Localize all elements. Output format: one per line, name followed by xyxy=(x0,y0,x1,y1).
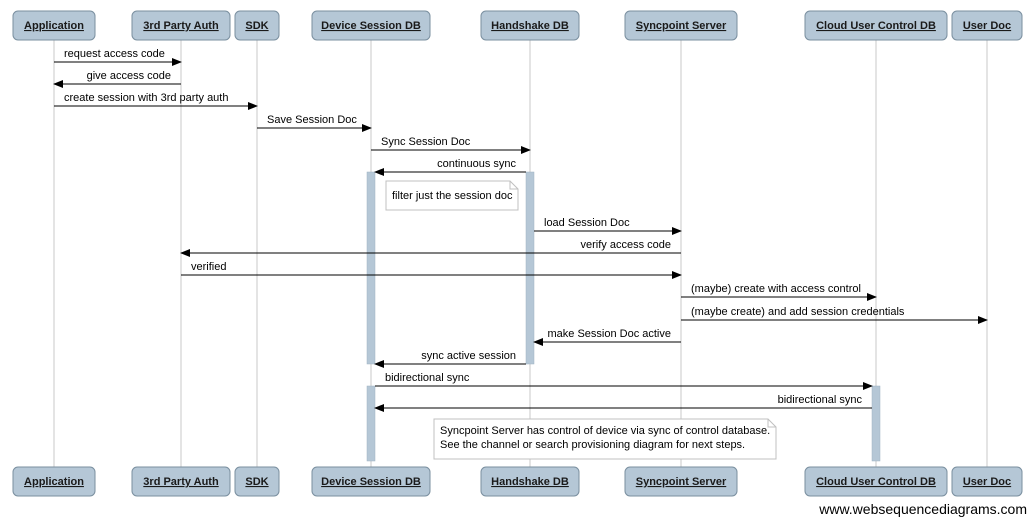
actor-label: SDK xyxy=(245,20,268,32)
message-label: sync active session xyxy=(421,350,516,362)
actor-label: Application xyxy=(24,476,84,488)
actor-box[interactable] xyxy=(12,466,96,497)
actor-box[interactable] xyxy=(131,10,231,41)
note-box xyxy=(385,180,519,211)
note-fold xyxy=(767,419,776,428)
actor-label: Cloud User Control DB xyxy=(816,20,936,32)
actor-label: User Doc xyxy=(963,20,1011,32)
message-label: give access code xyxy=(87,70,171,82)
actor-hsdb-bottom[interactable]: Handshake DB xyxy=(480,466,580,497)
note-1: filter just the session doc xyxy=(385,180,519,211)
message-label: load Session Doc xyxy=(544,217,630,229)
message-10: (maybe) create with access control xyxy=(681,283,877,301)
message-label: (maybe) create with access control xyxy=(691,283,861,295)
actor-row-bottom: Application 3rd Party Auth SDK Device Sessi… xyxy=(12,466,1023,497)
message-12: make Session Doc active xyxy=(533,328,681,346)
watermark[interactable]: www.websequencediagrams.com xyxy=(819,501,1027,517)
actor-app-top[interactable]: Application xyxy=(12,10,96,41)
message-label: bidirectional sync xyxy=(385,372,470,384)
actor-sps-bottom[interactable]: Syncpoint Server xyxy=(624,466,738,497)
message-15: bidirectional sync xyxy=(374,394,872,412)
actor-dsdb-top[interactable]: Device Session DB xyxy=(311,10,431,41)
actor-udoc-bottom[interactable]: User Doc xyxy=(951,466,1023,497)
actor-box[interactable] xyxy=(624,466,738,497)
activation-device-session-db-2 xyxy=(366,385,376,462)
message-14: bidirectional sync xyxy=(375,372,873,390)
actor-auth-bottom[interactable]: 3rd Party Auth xyxy=(131,466,231,497)
actor-udoc-top[interactable]: User Doc xyxy=(951,10,1023,41)
actor-box[interactable] xyxy=(804,10,948,41)
note-text: filter just the session doc xyxy=(392,190,513,202)
activation-cloud-user-control-db xyxy=(871,385,881,462)
message-1: request access code xyxy=(54,48,182,66)
actor-box[interactable] xyxy=(311,10,431,41)
actor-cucdb-bottom[interactable]: Cloud User Control DB xyxy=(804,466,948,497)
note-text: See the channel or search provisioning d… xyxy=(440,439,745,451)
actor-label: Syncpoint Server xyxy=(636,476,727,488)
actor-box[interactable] xyxy=(951,466,1023,497)
actor-label: Handshake DB xyxy=(491,20,569,32)
actor-label: 3rd Party Auth xyxy=(143,476,219,488)
actor-row-top: Application 3rd Party Auth SDK Device Sessi… xyxy=(12,10,1023,41)
actor-sdk-bottom[interactable]: SDK xyxy=(234,466,280,497)
activation-handshake-db xyxy=(525,171,535,365)
note-fold xyxy=(509,181,518,190)
message-5: Sync Session Doc xyxy=(371,136,531,154)
messages: request access code give access code creat… xyxy=(53,48,988,412)
actor-label: Device Session DB xyxy=(321,476,421,488)
message-label: (maybe create) and add session credentia… xyxy=(691,306,905,318)
actor-label: Device Session DB xyxy=(321,20,421,32)
actor-label: Cloud User Control DB xyxy=(816,476,936,488)
message-7: load Session Doc xyxy=(534,217,682,235)
message-8: verify access code xyxy=(180,239,681,257)
actor-auth-top[interactable]: 3rd Party Auth xyxy=(131,10,231,41)
message-label: bidirectional sync xyxy=(778,394,863,406)
actor-box[interactable] xyxy=(12,10,96,41)
actor-box[interactable] xyxy=(234,10,280,41)
message-2: give access code xyxy=(53,70,181,88)
actor-label: 3rd Party Auth xyxy=(143,20,219,32)
actor-app-bottom[interactable]: Application xyxy=(12,466,96,497)
actor-box[interactable] xyxy=(624,10,738,41)
actor-label: Application xyxy=(24,20,84,32)
activation-bars xyxy=(366,171,881,462)
actor-box[interactable] xyxy=(480,10,580,41)
actor-box[interactable] xyxy=(804,466,948,497)
message-label: make Session Doc active xyxy=(548,328,672,340)
message-label: Save Session Doc xyxy=(267,114,357,126)
actor-dsdb-bottom[interactable]: Device Session DB xyxy=(311,466,431,497)
actor-box[interactable] xyxy=(234,466,280,497)
note-2: Syncpoint Server has control of device v… xyxy=(433,418,777,460)
actor-sps-top[interactable]: Syncpoint Server xyxy=(624,10,738,41)
actor-box[interactable] xyxy=(480,466,580,497)
actor-hsdb-top[interactable]: Handshake DB xyxy=(480,10,580,41)
actor-box[interactable] xyxy=(951,10,1023,41)
note-text: Syncpoint Server has control of device v… xyxy=(440,425,770,437)
message-9: verified xyxy=(181,261,682,279)
actor-sdk-top[interactable]: SDK xyxy=(234,10,280,41)
actor-box[interactable] xyxy=(311,466,431,497)
message-4: Save Session Doc xyxy=(257,114,372,132)
actor-label: Handshake DB xyxy=(491,476,569,488)
message-6: continuous sync xyxy=(374,158,526,176)
message-label: Sync Session Doc xyxy=(381,136,471,148)
actor-cucdb-top[interactable]: Cloud User Control DB xyxy=(804,10,948,41)
message-3: create session with 3rd party auth xyxy=(54,92,258,110)
note-box xyxy=(433,418,777,460)
actor-label: Syncpoint Server xyxy=(636,20,727,32)
message-11: (maybe create) and add session credentia… xyxy=(681,306,988,324)
message-label: request access code xyxy=(64,48,165,60)
activation-device-session-db-1 xyxy=(366,171,376,365)
message-label: verify access code xyxy=(581,239,671,251)
actor-label: SDK xyxy=(245,476,268,488)
message-label: create session with 3rd party auth xyxy=(64,92,228,104)
message-13: sync active session xyxy=(374,350,526,368)
message-label: verified xyxy=(191,261,226,273)
message-label: continuous sync xyxy=(437,158,516,170)
actor-box[interactable] xyxy=(131,466,231,497)
actor-label: User Doc xyxy=(963,476,1011,488)
